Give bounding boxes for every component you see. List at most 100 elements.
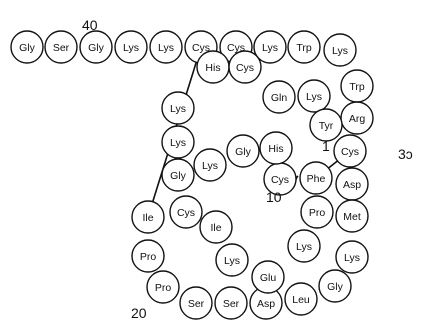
residue-25: Cys bbox=[169, 195, 203, 229]
residue-label: Lys bbox=[158, 42, 174, 54]
residue-32: Cys bbox=[263, 162, 297, 196]
residue-circle bbox=[299, 161, 333, 195]
residue-circle bbox=[333, 134, 367, 168]
residue-circle bbox=[300, 195, 334, 229]
residue-12: Arg bbox=[340, 101, 374, 135]
residue-label: Pro bbox=[309, 207, 326, 219]
residue-label: Lys bbox=[224, 255, 240, 267]
residue-label: Lys bbox=[262, 42, 278, 54]
residue-41: Gln bbox=[262, 80, 296, 114]
residue-5: Lys bbox=[149, 30, 183, 64]
residue-20: Ser bbox=[214, 286, 248, 320]
residue-circle bbox=[114, 30, 148, 64]
residue-28: Glu bbox=[251, 260, 285, 294]
label-residue-10: 10 bbox=[266, 189, 282, 205]
residue-label: Met bbox=[343, 211, 361, 223]
residue-10: Lys bbox=[323, 33, 357, 67]
residue-label: Gly bbox=[170, 170, 187, 182]
residue-label: Trp bbox=[349, 81, 365, 93]
residue-4: Lys bbox=[114, 30, 148, 64]
residue-label: Cys bbox=[177, 207, 195, 219]
residue-18: Leu bbox=[284, 282, 318, 316]
residue-circle bbox=[131, 200, 165, 234]
residue-label: Lys bbox=[296, 241, 312, 253]
residue-11: Trp bbox=[340, 69, 374, 103]
residue-circle bbox=[284, 282, 318, 316]
residue-circle bbox=[287, 229, 321, 263]
residue-33: His bbox=[259, 131, 293, 165]
residue-21: Ser bbox=[179, 286, 213, 320]
residue-label: Lys bbox=[202, 160, 218, 172]
residue-circle bbox=[214, 286, 248, 320]
residue-label: Gly bbox=[88, 42, 105, 54]
residue-label: Gly bbox=[327, 281, 344, 293]
residue-circle bbox=[215, 243, 249, 277]
residue-label: Trp bbox=[296, 42, 312, 54]
residue-label: Pro bbox=[155, 282, 172, 294]
residue-13: Cys bbox=[333, 134, 367, 168]
residue-circle bbox=[287, 30, 321, 64]
residue-label: His bbox=[205, 62, 220, 74]
residue-1: Gly bbox=[10, 30, 44, 64]
residue-circle bbox=[131, 239, 165, 273]
residue-circle bbox=[259, 131, 293, 165]
residue-circle bbox=[161, 91, 195, 125]
residue-43: Tyr bbox=[309, 108, 343, 142]
residue-24: Ile bbox=[131, 200, 165, 234]
residue-8: Lys bbox=[253, 30, 287, 64]
residue-15: Met bbox=[335, 199, 369, 233]
residue-circle bbox=[253, 30, 287, 64]
residue-circle bbox=[262, 80, 296, 114]
label-residue-20: 20 bbox=[131, 305, 147, 321]
residue-circle bbox=[251, 260, 285, 294]
residue-circle bbox=[179, 286, 213, 320]
residue-circle bbox=[297, 79, 331, 113]
residue-label: Ser bbox=[188, 298, 205, 310]
residue-26: Ile bbox=[199, 210, 233, 244]
residue-circle bbox=[149, 30, 183, 64]
residue-label: Lys bbox=[170, 137, 186, 149]
residue-17: Gly bbox=[318, 269, 352, 303]
residue-circle bbox=[146, 270, 180, 304]
residue-40: Cys bbox=[228, 50, 262, 84]
residue-circle bbox=[44, 30, 78, 64]
residue-circle bbox=[161, 158, 195, 192]
residue-36: Gly bbox=[161, 158, 195, 192]
residue-circle bbox=[228, 50, 262, 84]
residue-30: Pro bbox=[300, 195, 334, 229]
residue-label: Pro bbox=[140, 251, 157, 263]
label-residue-30: 3ɔ bbox=[398, 146, 413, 162]
residue-label: Cys bbox=[192, 42, 210, 54]
residue-19: Asp bbox=[249, 286, 283, 320]
residue-31: Phe bbox=[299, 161, 333, 195]
residue-37: Lys bbox=[161, 125, 195, 159]
residue-circle bbox=[193, 148, 227, 182]
residue-label: Asp bbox=[343, 179, 361, 191]
residue-label: Gln bbox=[271, 92, 288, 104]
residue-label: Ser bbox=[53, 42, 70, 54]
residue-16: Lys bbox=[335, 240, 369, 274]
residue-label: Tyr bbox=[319, 120, 334, 132]
residue-label: Lys bbox=[344, 252, 360, 264]
residue-23: Pro bbox=[131, 239, 165, 273]
residue-42: Lys bbox=[297, 79, 331, 113]
residue-label: Ile bbox=[210, 222, 221, 234]
residue-35: Lys bbox=[193, 148, 227, 182]
residue-3: Gly bbox=[79, 30, 113, 64]
residue-38: Lys bbox=[161, 91, 195, 125]
residue-circle bbox=[169, 195, 203, 229]
residue-circle bbox=[199, 210, 233, 244]
residue-29: Lys bbox=[287, 229, 321, 263]
residue-label: Phe bbox=[307, 173, 326, 185]
residue-circle bbox=[323, 33, 357, 67]
residue-circle bbox=[161, 125, 195, 159]
residue-label: Leu bbox=[292, 294, 310, 306]
residue-label: Asp bbox=[257, 298, 275, 310]
residue-27: Lys bbox=[215, 243, 249, 277]
residue-label: Cys bbox=[271, 174, 289, 186]
residue-label: Cys bbox=[341, 146, 359, 158]
residue-label: Arg bbox=[349, 113, 366, 125]
residue-label: His bbox=[268, 143, 283, 155]
